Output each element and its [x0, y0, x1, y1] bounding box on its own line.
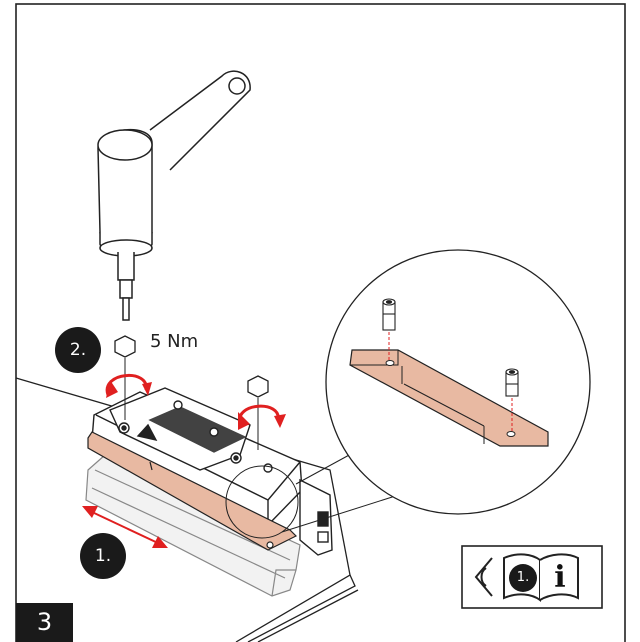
step-1-badge: [80, 533, 126, 579]
double-arrow-icon: [82, 506, 168, 548]
page-frame: [15, 3, 626, 642]
rotate-arrow-icon: [238, 404, 286, 430]
manual-reference-box: [461, 545, 603, 609]
detail-set-screw-1: [382, 298, 396, 331]
detail-marker-circle: [225, 465, 299, 539]
torque-value-label: 5 Nm: [150, 331, 199, 352]
step-1-label: 1.: [94, 546, 112, 566]
copper-strips: [87, 431, 298, 551]
eye-icon: [474, 557, 493, 597]
manual-step-badge: [509, 564, 537, 592]
manual-step-ref-label: 1.: [516, 570, 530, 585]
rotate-arrow-icon: [105, 374, 152, 398]
info-icon: i: [554, 560, 566, 595]
step-2-badge: [55, 327, 101, 373]
carriage-block: [91, 387, 333, 556]
hex-screw-icon: [247, 375, 269, 398]
torque-wrench-icon: [97, 70, 251, 321]
detail-view: [325, 249, 591, 515]
page-number: 3: [16, 603, 73, 642]
step-2-label: 2.: [69, 340, 87, 360]
detail-set-screw-2: [505, 368, 519, 397]
hex-screw-icon: [114, 335, 136, 358]
